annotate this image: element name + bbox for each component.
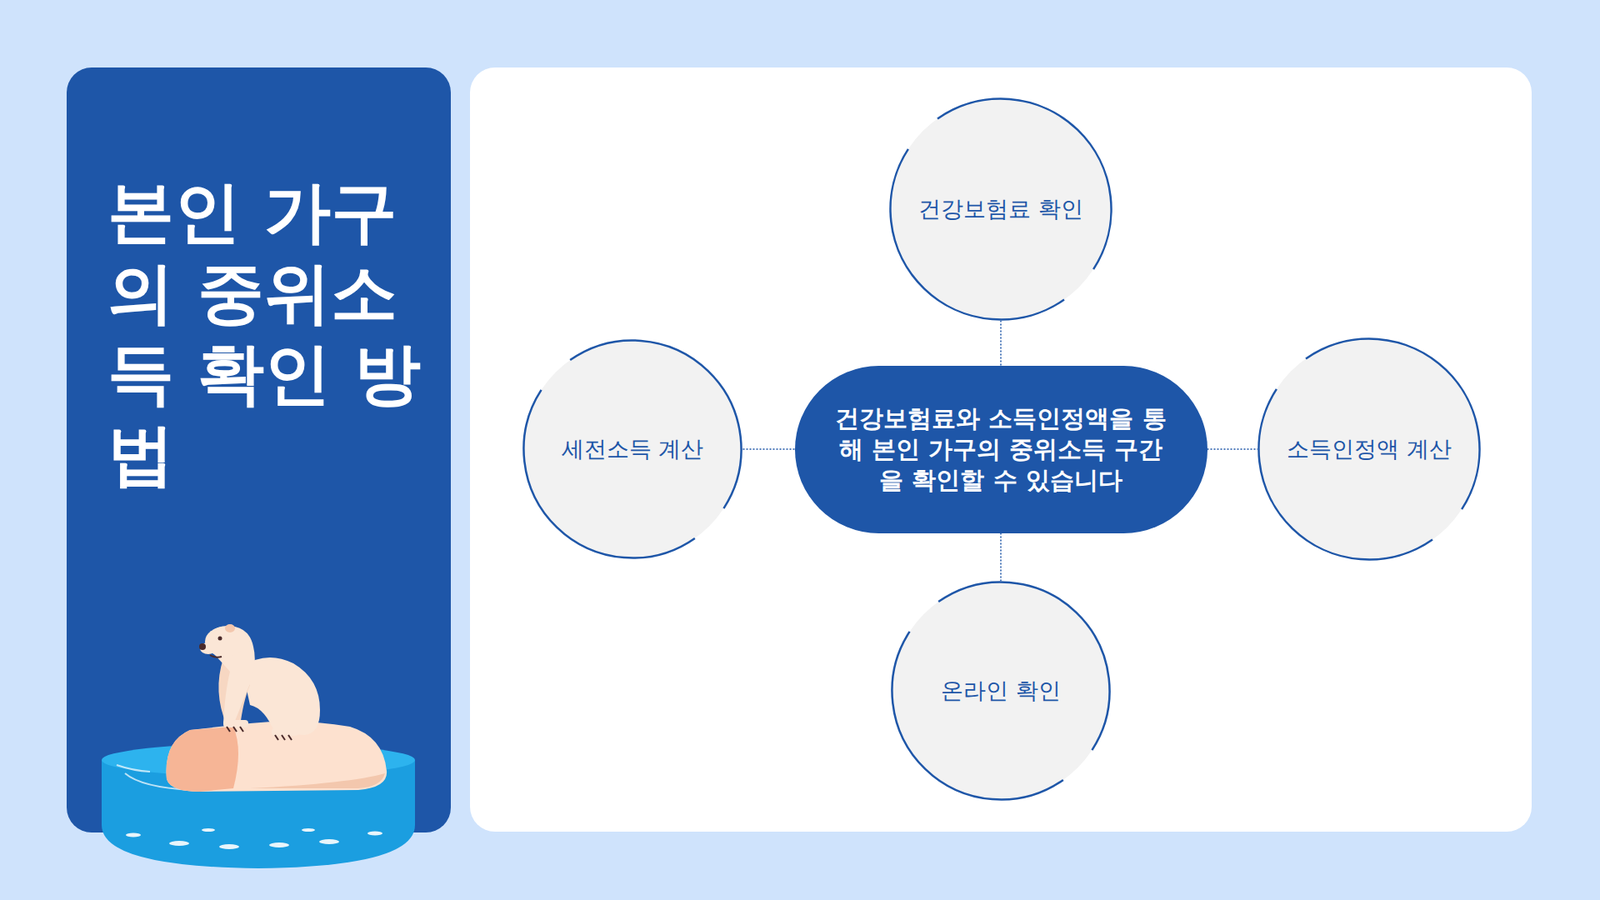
dotted-connector: [742, 448, 795, 450]
circle-arc: [1259, 389, 1433, 560]
circle-arc: [892, 631, 1064, 800]
dotted-connector: [1000, 320, 1002, 366]
circle-arc: [890, 149, 1065, 320]
step-circle: 소득인정액 계산: [1257, 337, 1481, 561]
node-text: 소득인정액 계산: [1268, 435, 1470, 464]
dotted-connector: [1000, 533, 1002, 582]
step-circle: 건강보험료 확인: [889, 97, 1113, 321]
node-text: 건강보험료 확인: [900, 195, 1102, 224]
circle-arc: [524, 390, 695, 559]
slide-title: 본인 가구의 중위소득 확인 방법: [107, 171, 435, 495]
dotted-connector: [1207, 448, 1259, 450]
summary-pill: 건강보험료와 소득인정액을 통해 본인 가구의 중위소득 구간을 확인할 수 있…: [795, 365, 1208, 534]
circle-fill: [890, 99, 1112, 320]
node-text: 온라인 확인: [922, 676, 1080, 705]
step-circle: 온라인 확인: [890, 580, 1111, 801]
node-text: 건강보험료와 소득인정액을 통해 본인 가구의 중위소득 구간을 확인할 수 있…: [828, 403, 1175, 496]
step-circle: 세전소득 계산: [522, 339, 743, 560]
node-text: 세전소득 계산: [543, 435, 723, 464]
circle-arc: [1305, 338, 1480, 510]
circle-arc: [938, 582, 1110, 751]
circle-fill: [1259, 339, 1480, 560]
circle-arc: [570, 340, 741, 510]
circle-arc: [937, 98, 1111, 270]
circle-fill: [892, 582, 1110, 800]
circle-fill: [524, 340, 742, 559]
